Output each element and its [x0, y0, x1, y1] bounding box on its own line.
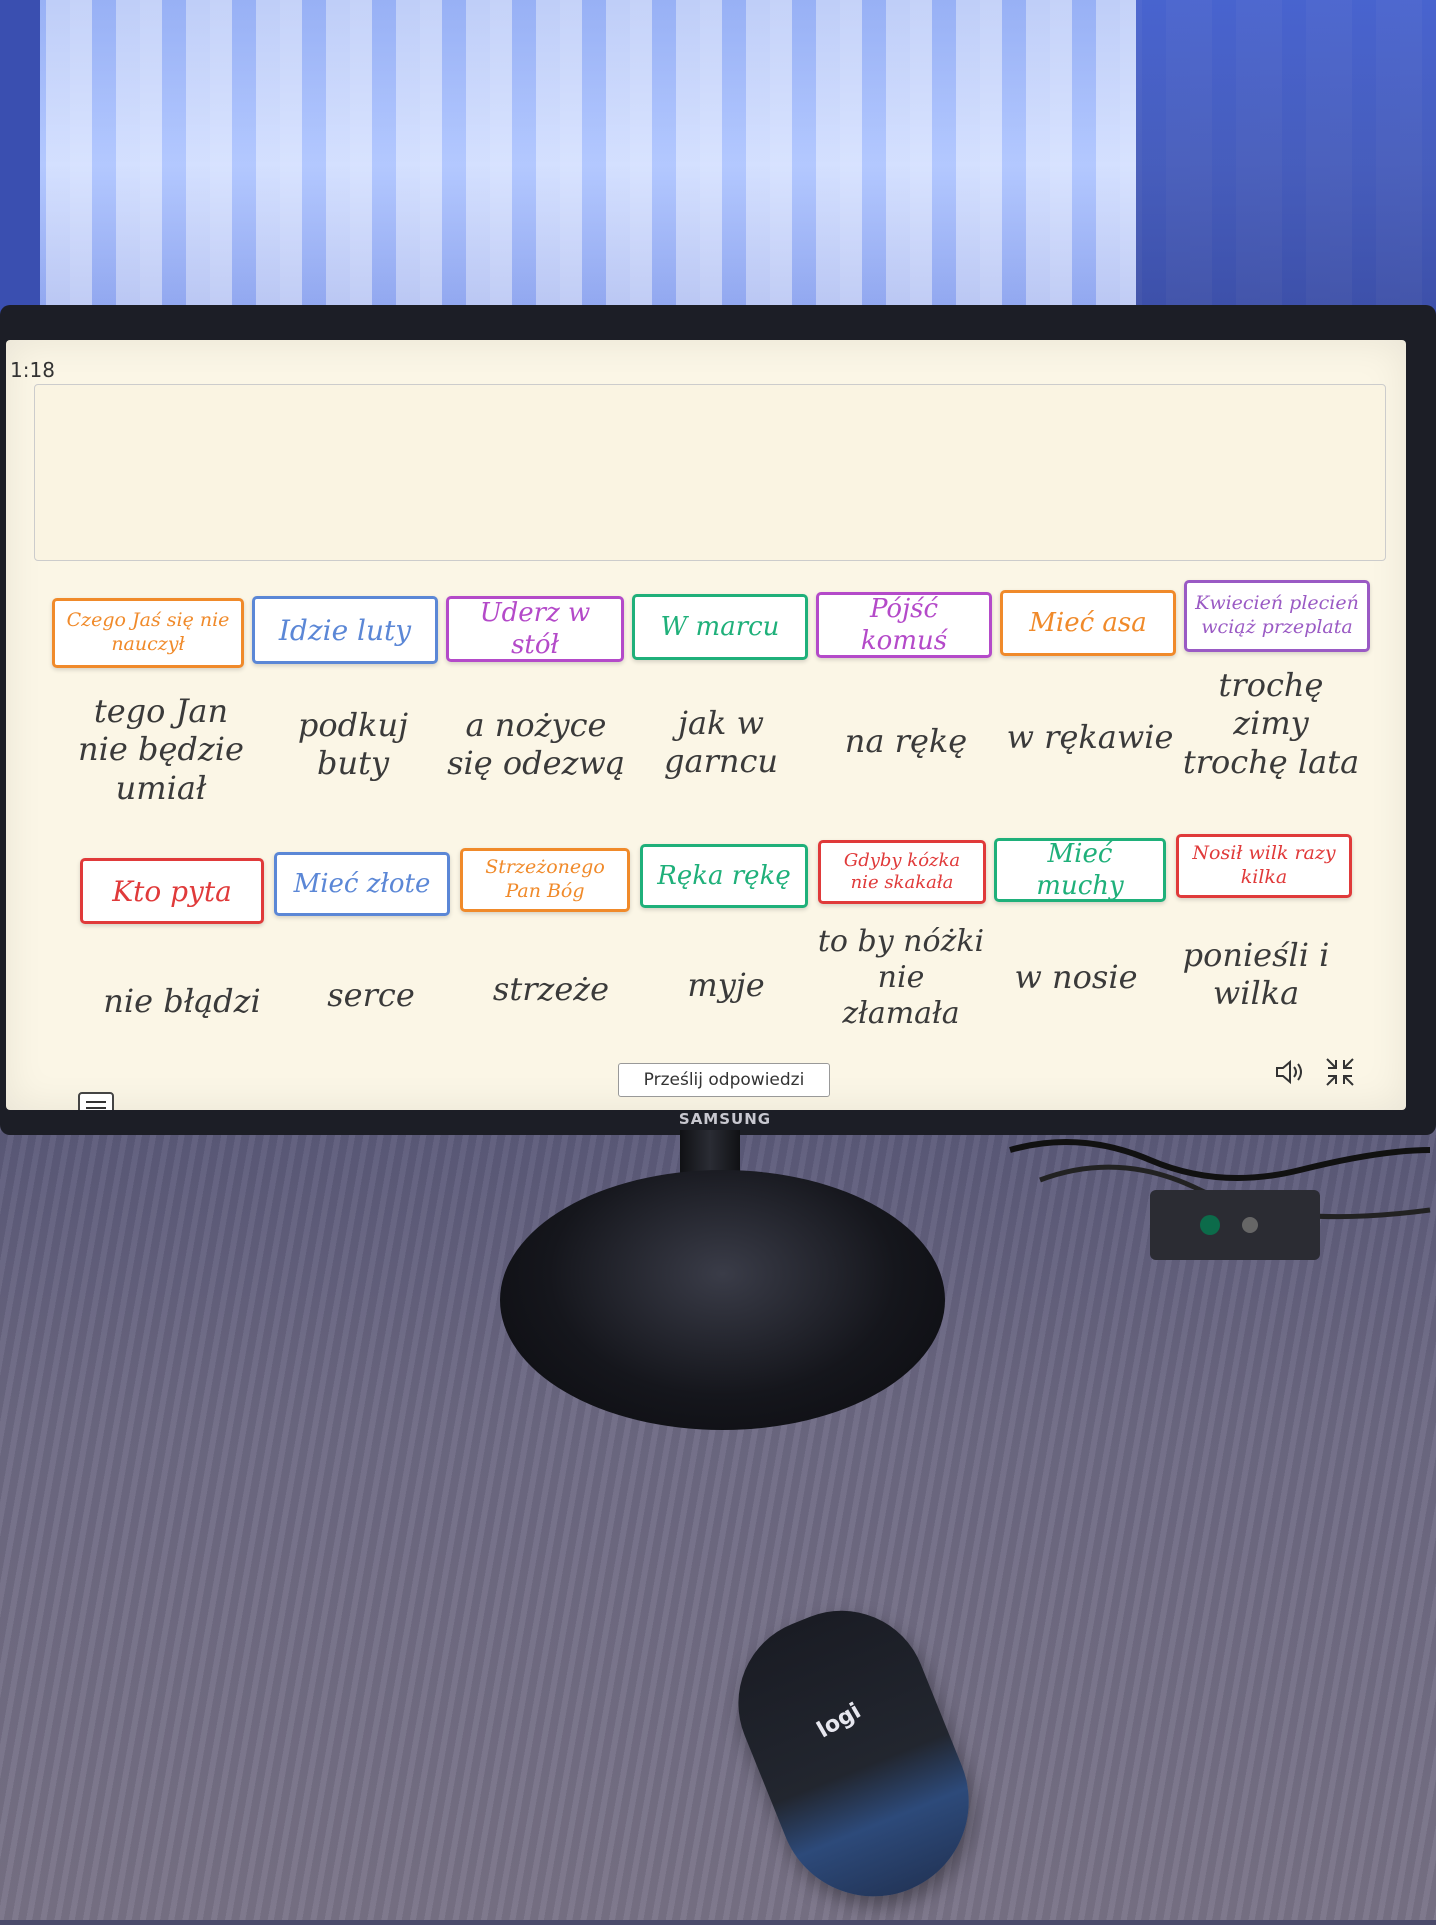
monitor-stand-base: [500, 1170, 945, 1430]
card-uderz-w-stol[interactable]: Uderz w stół: [446, 596, 624, 662]
answer-10: strzeże: [492, 970, 610, 1008]
monitor-brand-logo: SAMSUNG: [678, 1110, 772, 1128]
answer-12: to by nóżki nie złamała: [817, 924, 985, 1031]
answer-4: jak w garncu: [664, 704, 778, 781]
card-miec-muchy[interactable]: Mieć muchy: [994, 838, 1166, 902]
answer-2: podkuj buty: [297, 706, 409, 783]
card-strzezonego[interactable]: Strzeżonego Pan Bóg: [460, 848, 630, 912]
exit-fullscreen-icon[interactable]: [1324, 1056, 1356, 1088]
curtain-background: [0, 0, 1436, 330]
card-reka-reke[interactable]: Ręka rękę: [640, 844, 808, 908]
card-w-marcu[interactable]: W marcu: [632, 594, 808, 660]
cables: [1009, 1139, 1431, 1260]
answer-5: na rękę: [844, 722, 968, 760]
screen: 1:18 Czego Jaś się nie nauczył Idzie lut…: [6, 340, 1406, 1110]
speaker-icon[interactable]: [1274, 1058, 1306, 1086]
timer: 1:18: [10, 358, 55, 382]
window-frame: [0, 0, 40, 320]
menu-icon[interactable]: [78, 1092, 114, 1110]
mouse-logo: logi: [812, 1698, 866, 1744]
answer-11: myje: [687, 966, 765, 1004]
answer-8: nie błądzi: [103, 982, 261, 1020]
answer-6: w rękawie: [1006, 718, 1174, 756]
curtain-right: [1136, 0, 1436, 330]
card-nosil-wilk[interactable]: Nosił wilk razy kilka: [1176, 834, 1352, 898]
card-kwiecien[interactable]: Kwiecień plecień wciąż przeplata: [1184, 580, 1370, 652]
answer-7: trochę zimy trochę lata: [1182, 666, 1360, 781]
card-czego-jas[interactable]: Czego Jaś się nie nauczył: [52, 598, 244, 668]
card-kto-pyta[interactable]: Kto pyta: [80, 858, 264, 924]
card-idzie-luty[interactable]: Idzie luty: [252, 596, 438, 664]
answer-drop-area[interactable]: [34, 384, 1386, 561]
submit-answers-button[interactable]: Prześlij odpowiedzi: [618, 1063, 830, 1097]
answer-13: w nosie: [1014, 958, 1138, 996]
answer-14: ponieśli i wilka: [1182, 936, 1330, 1013]
card-miec-asa[interactable]: Mieć asa: [1000, 590, 1176, 656]
answer-9: serce: [327, 976, 415, 1014]
answer-3: a nożyce się odezwą: [447, 706, 625, 783]
card-miec-zlote[interactable]: Mieć złote: [274, 852, 450, 916]
card-pojsc-komus[interactable]: Pójść komuś: [816, 592, 992, 658]
answer-1: tego Jan nie będzie umiał: [78, 692, 244, 807]
card-gdyby-kozka[interactable]: Gdyby kózka nie skakała: [818, 840, 986, 904]
